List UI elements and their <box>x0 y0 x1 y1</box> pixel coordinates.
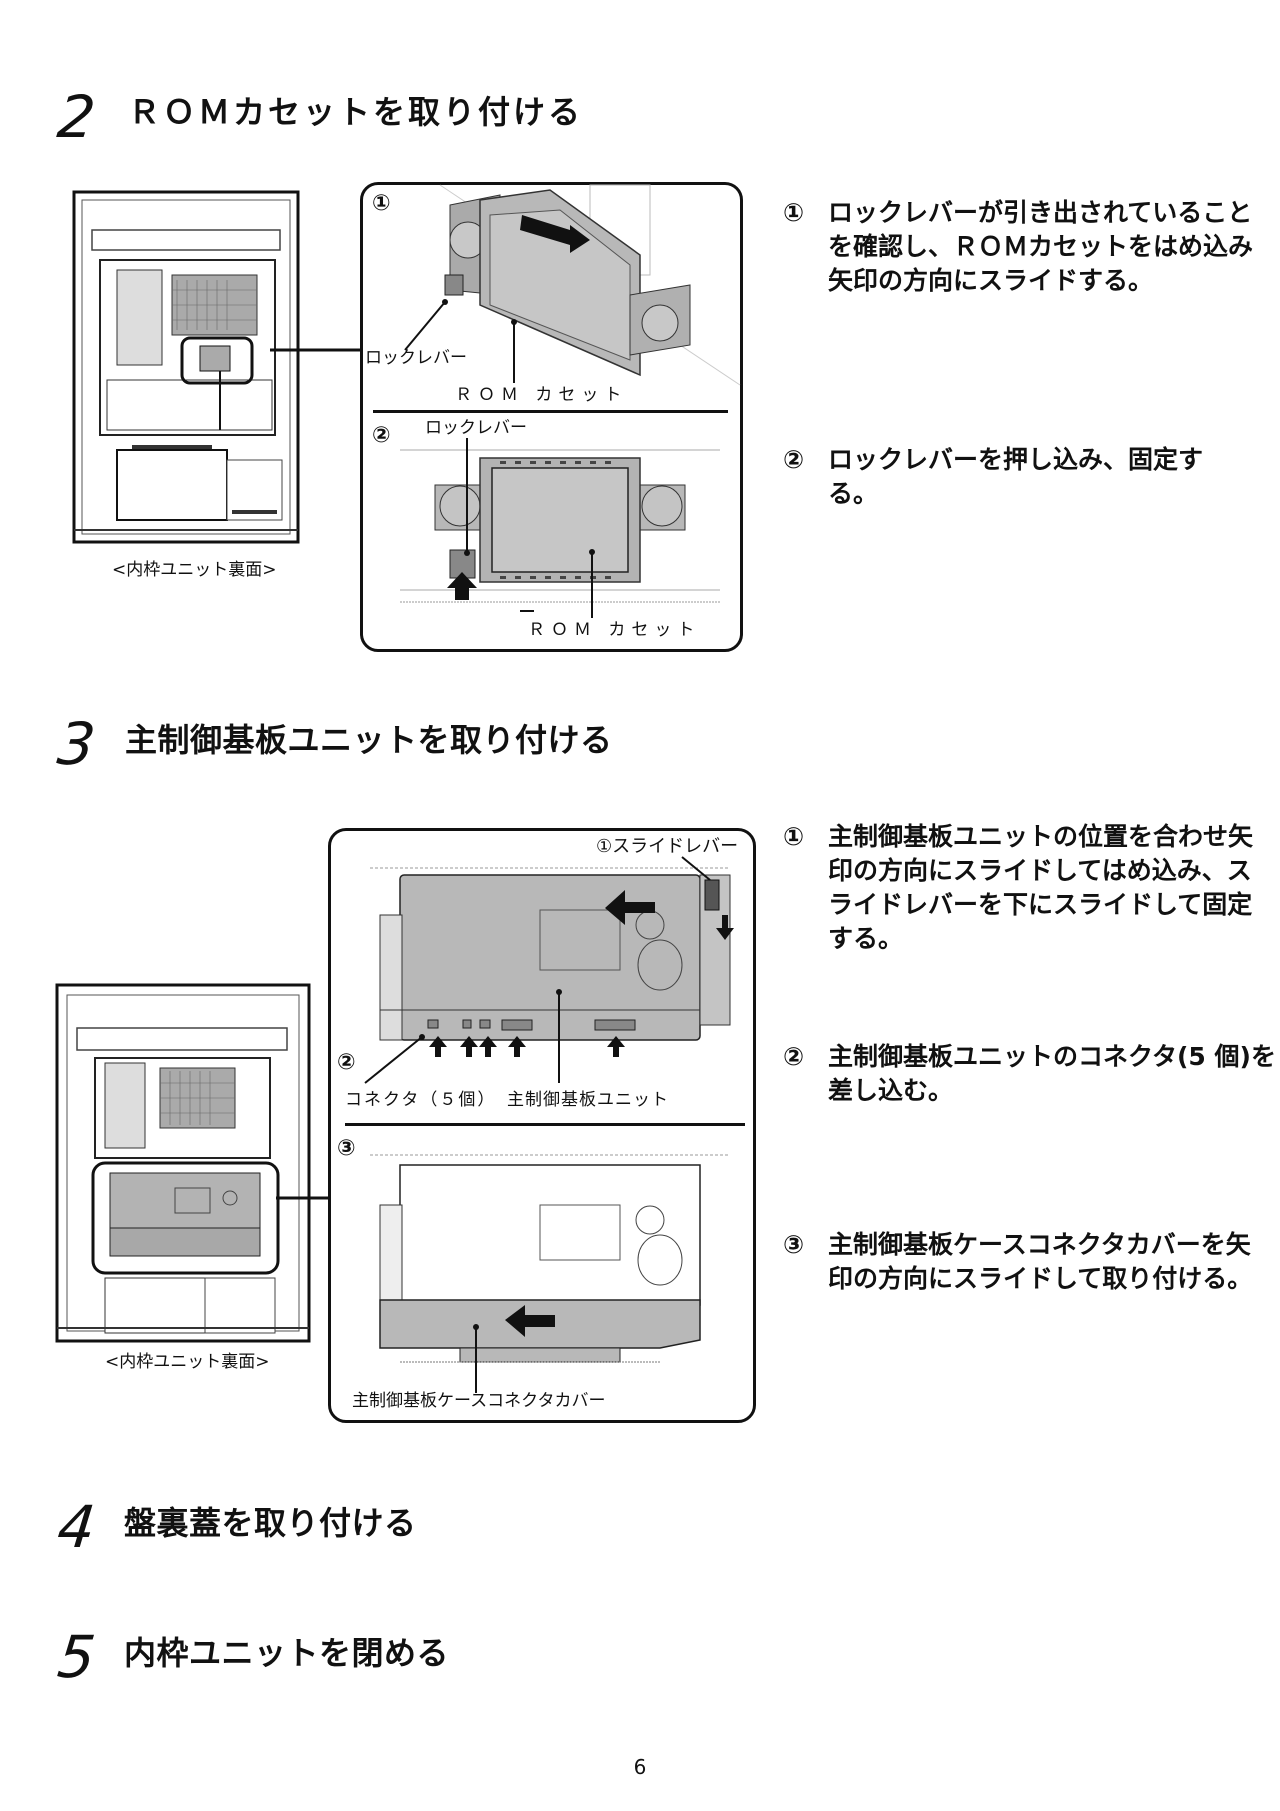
section-number: 4 <box>54 1493 99 1561</box>
section-title: ＲＯＭカセットを取り付ける <box>128 93 584 131</box>
step-marker: ② <box>783 445 805 474</box>
board-unit-leader-line <box>556 989 562 1083</box>
connector-label: コネクタ（５個） <box>345 1090 497 1110</box>
inner-frame-overview-illustration <box>72 190 300 544</box>
step-marker: ② <box>783 1042 805 1071</box>
slide-lever-label: ①スライドレバー <box>596 836 739 857</box>
section-number: 5 <box>54 1623 99 1691</box>
leader-line <box>270 348 365 352</box>
step-text: ロックレバーを押し込み、固定する。 <box>828 445 1204 508</box>
rom-cassette-locked-illustration <box>400 449 720 612</box>
overview-caption: <内枠ユニット裏面> <box>112 560 277 580</box>
panel-divider <box>345 1123 745 1126</box>
instruction-step: ① 主制御基板ユニットの位置を合わせ矢印の方向にスライドしてはめ込み、スライドレ… <box>783 820 1253 956</box>
connector-cover-label: 主制御基板ケースコネクタカバー <box>352 1391 606 1411</box>
lock-lever-leader-line-1 <box>404 299 448 351</box>
step-text: ロックレバーが引き出されていることを確認し、ＲＯＭカセットをはめ込み矢印の方向に… <box>828 198 1254 295</box>
connector-leader-line <box>364 1034 425 1084</box>
step-text: 主制御基板ユニットのコネクタ(5 個)を差し込む。 <box>828 1042 1276 1105</box>
slide-lever-leader-line <box>681 856 711 881</box>
panel-step-2-marker: ② <box>337 1050 356 1075</box>
section-title: 内枠ユニットを閉める <box>124 1634 450 1672</box>
instruction-step: ① ロックレバーが引き出されていることを確認し、ＲＯＭカセットをはめ込み矢印の方… <box>783 196 1253 298</box>
rom-cassette-leader-line-2 <box>589 549 595 618</box>
panel-step-3-marker: ③ <box>337 1136 356 1161</box>
section-title: 主制御基板ユニットを取り付ける <box>125 721 613 759</box>
panel-divider <box>373 410 728 413</box>
board-unit-label: 主制御基板ユニット <box>507 1090 669 1110</box>
page-number: 6 <box>633 1755 647 1779</box>
rom-cassette-install-illustration <box>439 184 741 386</box>
cover-leader-line <box>473 1324 479 1393</box>
instruction-step: ② 主制御基板ユニットのコネクタ(5 個)を差し込む。 <box>783 1040 1280 1108</box>
panel-step-2-marker: ② <box>372 423 391 448</box>
instruction-step: ③ 主制御基板ケースコネクタカバーを矢印の方向にスライドして取り付ける。 <box>783 1228 1253 1296</box>
rom-cassette-label: ＲＯＭ カセット <box>528 620 701 640</box>
step-marker: ③ <box>783 1230 805 1259</box>
lock-lever-label: ロックレバー <box>365 348 467 368</box>
rom-cassette-leader-line-1 <box>511 319 517 383</box>
instruction-step: ② ロックレバーを押し込み、固定する。 <box>783 443 1223 511</box>
overview-caption: <内枠ユニット裏面> <box>105 1352 270 1372</box>
inner-frame-overview-illustration <box>55 983 311 1343</box>
step-text: 主制御基板ケースコネクタカバーを矢印の方向にスライドして取り付ける。 <box>828 1230 1253 1293</box>
lock-lever-label: ロックレバー <box>425 418 527 438</box>
connector-cover-install-illustration <box>370 1154 730 1363</box>
step-text: 主制御基板ユニットの位置を合わせ矢印の方向にスライドしてはめ込み、スライドレバー… <box>828 822 1254 953</box>
section-title: 盤裏蓋を取り付ける <box>124 1504 417 1542</box>
step-marker: ① <box>783 198 805 227</box>
section-number: 3 <box>54 710 99 778</box>
lock-lever-leader-line-2 <box>464 438 470 556</box>
panel-step-1-marker: ① <box>372 191 391 216</box>
rom-cassette-label: ＲＯＭ カセット <box>455 385 628 405</box>
main-board-install-illustration <box>370 867 734 1057</box>
step-marker: ① <box>783 822 805 851</box>
section-number: 2 <box>54 83 99 151</box>
leader-line <box>276 1196 331 1200</box>
